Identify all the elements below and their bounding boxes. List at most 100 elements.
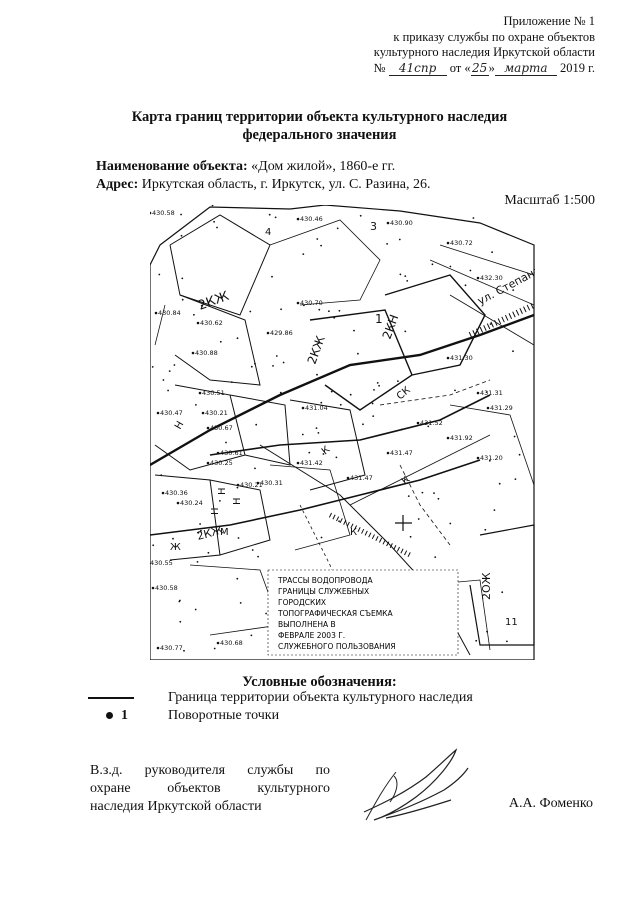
elevation-mark: 430.84 — [158, 309, 181, 317]
map-label: ул. Степана — [475, 264, 535, 308]
legend-item-boundary-text: Граница территории объекта культурного н… — [168, 690, 473, 705]
map-texture-dot — [501, 591, 504, 594]
appendix-line-1: Приложение № 1 — [503, 14, 595, 28]
map-legend-line: ГОРОДСКИХ — [278, 598, 326, 607]
map-texture-dot — [398, 238, 401, 241]
map-label: Н — [173, 419, 186, 431]
legend-item-boundary: Граница территории объекта культурного н… — [88, 690, 473, 706]
map-texture-dot — [255, 423, 258, 426]
appendix-order-line: № 41спр от «25»марта 2019 г. — [374, 61, 595, 77]
document-title: Карта границ территории объекта культурн… — [0, 108, 639, 144]
title-line-2: федерального значения — [242, 127, 397, 143]
map-texture-dot — [193, 313, 195, 316]
map-texture-dot — [168, 370, 171, 372]
survey-point — [161, 491, 165, 495]
map-label: 1 — [375, 312, 383, 326]
map-texture-dot — [316, 238, 319, 240]
survey-point — [196, 321, 200, 325]
map-texture-dot — [180, 234, 183, 237]
map-texture-dot — [196, 561, 199, 563]
map-texture-dot — [308, 451, 311, 454]
map-texture-dot — [194, 608, 197, 611]
survey-point — [206, 461, 210, 465]
map-texture-dot — [434, 556, 437, 558]
map-texture-dot — [372, 415, 375, 417]
map-texture-dot — [236, 577, 239, 580]
map-texture-dot — [200, 304, 203, 307]
map-label: К — [350, 527, 357, 538]
map-texture-dot — [219, 340, 222, 343]
survey-point — [446, 436, 450, 440]
map-texture-dot — [237, 537, 240, 539]
elevation-mark: 431.52 — [420, 419, 443, 427]
elevation-mark: 430.68 — [220, 639, 243, 647]
map-texture-dot — [397, 380, 399, 382]
map-texture-dot — [225, 441, 227, 444]
map-texture-dot — [421, 491, 424, 494]
map-texture-dot — [449, 265, 452, 268]
map-texture-dot — [328, 310, 330, 313]
map-label: М — [220, 527, 229, 538]
map-texture-dot — [512, 350, 514, 353]
map-texture-dot — [406, 280, 409, 282]
survey-point — [446, 356, 450, 360]
map-texture-dot — [167, 389, 169, 392]
signer-name: А.А. Фоменко — [508, 796, 593, 811]
survey-point — [296, 301, 300, 305]
map-texture-dot — [333, 316, 336, 319]
order-number: 41спр — [388, 61, 447, 76]
survey-point — [266, 331, 270, 335]
map-texture-dot — [274, 216, 277, 219]
map-label: 4 — [265, 227, 271, 238]
map-texture-dot — [489, 323, 492, 325]
map-legend-line: ВЫПОЛНЕНА В — [278, 620, 336, 629]
map-texture-dot — [386, 243, 388, 245]
map-label: 2ОЖ — [480, 572, 493, 600]
object-name-value: «Дом жилой», 1860-е гг. — [247, 159, 396, 174]
map-texture-dot — [216, 226, 218, 229]
map-texture-dot — [376, 382, 379, 384]
elevation-mark: 430.25 — [210, 459, 233, 467]
survey-point — [386, 221, 390, 225]
map-texture-dot — [282, 361, 285, 364]
map-texture-dot — [160, 474, 163, 477]
map-texture-dot — [491, 251, 493, 254]
survey-point — [198, 391, 202, 395]
map-texture-dot — [338, 309, 341, 312]
signer-line-3: наследия Иркутской области — [90, 799, 262, 814]
survey-point — [476, 276, 480, 280]
map-texture-dot — [335, 456, 338, 459]
map-texture-dot — [251, 549, 254, 551]
map-texture-dot — [362, 423, 364, 426]
map-legend-line: ГРАНИЦЫ СЛУЖЕБНЫХ — [278, 587, 369, 596]
map-legend-line: ТОПОГРАФИЧЕСКАЯ СЪЕМКА — [277, 609, 394, 618]
survey-point — [156, 411, 160, 415]
map-texture-dot — [431, 263, 434, 266]
map-texture-dot — [357, 352, 359, 355]
object-address-row: Адрес: Иркутская область, г. Иркутск, ул… — [96, 176, 431, 194]
elevation-mark: 431.29 — [490, 404, 513, 412]
survey-point — [386, 451, 390, 455]
map-texture-dot — [417, 518, 420, 520]
map-texture-dot — [219, 500, 221, 502]
map-texture-dot — [195, 404, 197, 406]
elevation-mark: 430.61 — [220, 449, 243, 457]
map-texture-dot — [399, 273, 402, 276]
survey-point — [256, 481, 260, 485]
elevation-mark: 431.20 — [480, 454, 503, 462]
survey-point — [216, 451, 220, 455]
map-label: Н — [210, 507, 221, 515]
map-texture-dot — [454, 389, 456, 392]
map-texture-dot — [279, 391, 282, 394]
map-texture-dot — [518, 453, 521, 456]
point-dot-symbol — [106, 712, 113, 720]
map-texture-dot — [297, 218, 300, 221]
map-texture-dot — [316, 373, 318, 376]
map-texture-dot — [181, 277, 184, 280]
survey-point — [154, 311, 158, 315]
map-texture-dot — [280, 308, 282, 311]
elevation-mark: 430.62 — [200, 319, 223, 327]
